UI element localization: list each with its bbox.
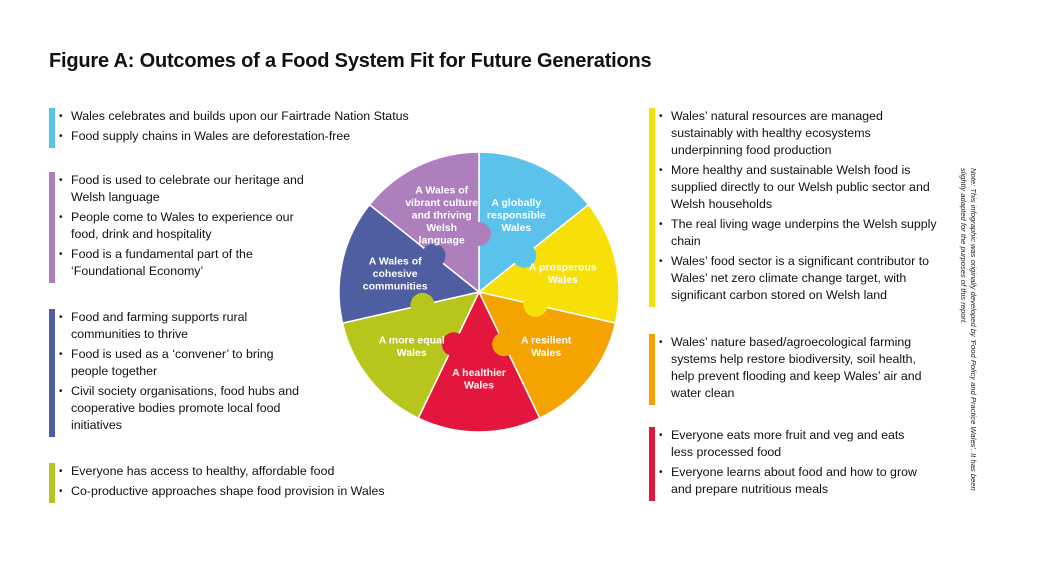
group-color-bar — [649, 334, 655, 405]
bullet-list: Wales celebrates and builds upon our Fai… — [49, 108, 439, 145]
segment-label-line: A more equal — [379, 334, 445, 346]
puzzle-knob — [467, 222, 491, 246]
right-group-healthier: Everyone eats more fruit and veg and eat… — [649, 427, 919, 501]
segment-label-line: Wales — [464, 379, 494, 391]
wheel-segment — [417, 290, 541, 433]
wheel-segment — [368, 151, 480, 294]
segment-label-line: Wales — [548, 274, 578, 286]
list-item: Food and farming supports rural communit… — [59, 309, 311, 343]
list-item: More healthy and sustainable Welsh food … — [659, 162, 941, 213]
figure-title: Figure A: Outcomes of a Food System Fit … — [49, 50, 652, 72]
segment-label-line: A prosperous — [529, 262, 597, 274]
left-group-cohesive: Food and farming supports rural communit… — [49, 309, 311, 437]
bullet-list: Wales’ nature based/agroecological farmi… — [649, 334, 941, 402]
puzzle-knob — [523, 292, 548, 317]
list-item: Everyone has access to healthy, affordab… — [59, 463, 429, 480]
left-group-equal: Everyone has access to healthy, affordab… — [49, 463, 429, 503]
segment-label-line: vibrant culture — [405, 197, 478, 209]
wheel-segment — [477, 203, 620, 325]
right-group-resilient: Wales’ nature based/agroecological farmi… — [649, 334, 941, 405]
puzzle-knob — [492, 332, 517, 357]
list-item: People come to Wales to experience our f… — [59, 209, 317, 243]
wheel-segment — [341, 290, 481, 420]
segment-label-line: communities — [363, 280, 428, 292]
wheel-segment — [338, 203, 481, 325]
wheel-segment — [477, 290, 617, 420]
list-item: Wales’ nature based/agroecological farmi… — [659, 334, 941, 402]
segment-label-line: Welsh — [426, 222, 457, 234]
group-color-bar — [649, 108, 655, 307]
list-item: Wales’ food sector is a significant cont… — [659, 253, 941, 304]
group-color-bar — [49, 463, 55, 503]
list-item: Wales celebrates and builds upon our Fai… — [59, 108, 439, 125]
list-item: Food is used to celebrate our heritage a… — [59, 172, 317, 206]
segment-label-line: Wales — [531, 347, 561, 359]
puzzle-knob — [441, 332, 466, 357]
puzzle-knob — [421, 243, 446, 268]
list-item: Food is a fundamental part of the ‘Found… — [59, 246, 317, 280]
list-item: Food supply chains in Wales are deforest… — [59, 128, 439, 145]
bullet-list: Everyone has access to healthy, affordab… — [49, 463, 429, 500]
segment-label-line: language — [419, 235, 465, 247]
list-item: Everyone eats more fruit and veg and eat… — [659, 427, 919, 461]
segment-label-line: Wales — [397, 347, 427, 359]
list-item: Food is used as a ‘convener’ to bring pe… — [59, 346, 311, 380]
left-group-culture: Food is used to celebrate our heritage a… — [49, 172, 317, 283]
segment-label-line: A healthier — [452, 367, 506, 379]
bullet-list: Food is used to celebrate our heritage a… — [49, 172, 317, 280]
segment-label-line: responsible — [487, 210, 546, 222]
puzzle-knob — [410, 292, 435, 317]
puzzle-knob — [512, 243, 537, 268]
segment-label-line: A resilient — [521, 334, 572, 346]
list-item: Everyone learns about food and how to gr… — [659, 464, 919, 498]
segment-label-line: and thriving — [412, 210, 472, 222]
bullet-list: Food and farming supports rural communit… — [49, 309, 311, 434]
list-item: Wales’ natural resources are managed sus… — [659, 108, 941, 159]
segment-label-line: Wales — [501, 222, 531, 234]
segment-label-line: A globally — [491, 197, 541, 209]
right-group-prosperous: Wales’ natural resources are managed sus… — [649, 108, 941, 307]
list-item: The real living wage underpins the Welsh… — [659, 216, 941, 250]
bullet-list: Everyone eats more fruit and veg and eat… — [649, 427, 919, 498]
segment-label-line: A Wales of — [415, 185, 468, 197]
segment-label-line: A Wales of — [369, 255, 422, 267]
group-color-bar — [49, 309, 55, 437]
bullet-list: Wales’ natural resources are managed sus… — [649, 108, 941, 304]
group-color-bar — [49, 172, 55, 283]
segment-label-line: cohesive — [373, 268, 418, 280]
group-color-bar — [649, 427, 655, 501]
wheel-segment — [478, 151, 590, 294]
list-item: Co-productive approaches shape food prov… — [59, 483, 429, 500]
left-group-global: Wales celebrates and builds upon our Fai… — [49, 108, 439, 148]
group-color-bar — [49, 108, 55, 148]
list-item: Civil society organisations, food hubs a… — [59, 383, 311, 434]
source-note: Note: This infographic was originally de… — [959, 168, 978, 491]
